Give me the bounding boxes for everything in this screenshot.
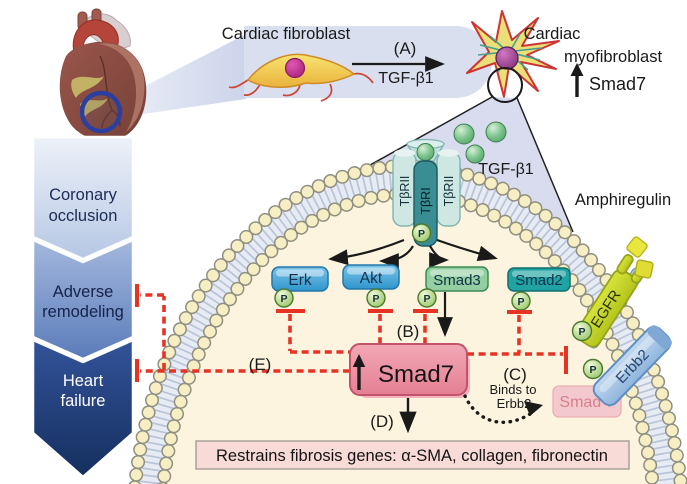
- amphiregulin-label: Amphiregulin: [575, 191, 671, 209]
- cascade-label-1a: Coronary: [49, 186, 118, 204]
- cascade-step-coronary-occlusion: [31, 135, 135, 261]
- smad7-up-label: Smad7: [589, 74, 646, 94]
- tgfb-receptor-complex: TβRII TβRI TβRII: [392, 138, 461, 247]
- disease-cascade: [31, 135, 135, 479]
- phospho-label-receptor: P: [418, 228, 425, 240]
- phospho-label-smad3: P: [423, 293, 430, 305]
- fibroblast-nucleus: [284, 57, 306, 79]
- cascade-label-2a: Adverse: [53, 283, 114, 301]
- cascade-label-3b: failure: [61, 392, 106, 410]
- tgfb1-ligand-bound: [416, 143, 435, 161]
- cascade-label-2b: remodeling: [42, 303, 124, 321]
- phospho-label-smad2: P: [517, 296, 524, 308]
- step-d-label: (D): [370, 412, 394, 431]
- tgfb1-ligands: [453, 121, 507, 164]
- heart-illustration: [59, 8, 147, 141]
- step-b-label: (B): [397, 322, 420, 341]
- infarct-zone-circle: [79, 90, 123, 134]
- tgfb1-arrow-label: TGF-β1: [378, 70, 434, 87]
- amphiregulin-ligands: [626, 236, 654, 279]
- binds-to-label-2: Erbb2: [497, 396, 532, 411]
- cascade-step-heart-failure: [31, 338, 135, 479]
- step-a-label: (A): [394, 39, 417, 58]
- erk-label: Erk: [288, 272, 312, 289]
- inhibition-network: [135, 284, 568, 382]
- binds-to-erbb2-arrow: [463, 394, 543, 424]
- binds-to-label-1: Binds to: [490, 382, 537, 397]
- step-c-label: (C): [503, 365, 527, 384]
- akt-box: Akt P: [342, 264, 400, 308]
- smad3-label: Smad3: [433, 272, 481, 289]
- tbr2-right-label: TβRII: [442, 176, 456, 207]
- erbb2-phospho: P: [582, 358, 604, 380]
- fibroblast-cell: [228, 53, 374, 102]
- smad7-up-arrow: [570, 63, 584, 97]
- phospho-label-erbb2: P: [589, 364, 596, 376]
- tgfb1-ligand-label: TGF-β1: [478, 161, 534, 178]
- akt-label: Akt: [360, 270, 383, 287]
- smad2-box: Smad2 P: [507, 267, 571, 311]
- fibrosis-genes-banner: Restrains fibrosis genes: α-SMA, collage…: [195, 440, 630, 470]
- tbr2-left-label: TβRII: [398, 176, 412, 207]
- smad7-main-label: Smad7: [378, 361, 454, 388]
- cascade-label-1b: occlusion: [49, 207, 118, 225]
- smad2-label: Smad2: [515, 272, 563, 289]
- phospho-label-akt: P: [372, 293, 379, 305]
- egfr-phospho: P: [571, 320, 593, 342]
- myofibroblast-label-2: myofibroblast: [564, 48, 663, 66]
- myofibroblast-label-1: Cardiac: [524, 25, 581, 43]
- tbr1-label: TβRI: [419, 187, 433, 214]
- up-arrow-icon: [352, 354, 366, 367]
- phospho-label-egfr: P: [578, 326, 585, 338]
- zoom-source-circle: [487, 67, 523, 103]
- cascade-label-3a: Heart: [63, 372, 104, 390]
- erk-box: Erk P: [271, 266, 329, 308]
- fibroblast-label: Cardiac fibroblast: [222, 25, 351, 43]
- smad7-main-box: Smad7: [349, 343, 470, 398]
- smad3-box: Smad3 P: [417, 266, 489, 308]
- myofibroblast-nucleus: [495, 46, 519, 70]
- receptor-signal-arrows: [328, 238, 498, 269]
- cascade-step-adverse-remodeling: [31, 238, 135, 361]
- phospho-label-erk: P: [280, 293, 287, 305]
- fibrosis-genes-text: Restrains fibrosis genes: α-SMA, collage…: [216, 447, 608, 465]
- step-e-label: (E): [249, 355, 272, 374]
- receptor-phospho: P: [411, 223, 432, 243]
